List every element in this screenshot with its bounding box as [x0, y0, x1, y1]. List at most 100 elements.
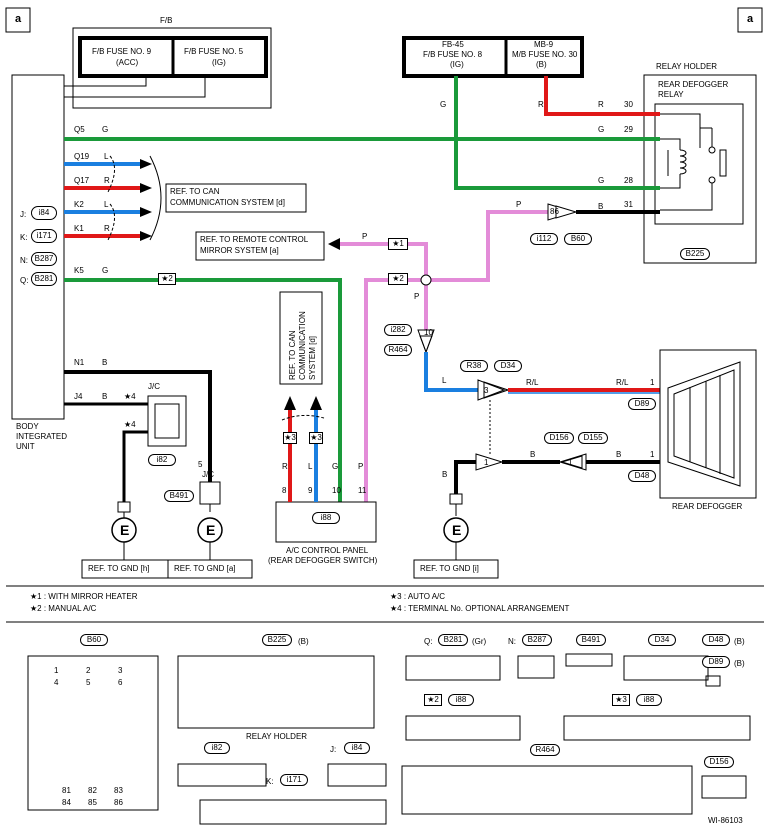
label-j: J: [20, 210, 27, 219]
b60-row-5b: 82 [88, 786, 97, 795]
ref-gnd-i: REF. TO GND [i] [420, 564, 479, 573]
ground-e-3: E [452, 522, 462, 538]
page-tag-right: a [746, 13, 754, 25]
legend-i84-pre: J: [330, 745, 337, 754]
body-unit-line1: BODY [16, 422, 39, 431]
conn-D155-tag: D155 [578, 432, 608, 444]
wire-b-j4: B [102, 392, 108, 401]
relay-holder-box [643, 74, 757, 264]
conn-B287-tag: B287 [31, 252, 57, 266]
wire-l-q19: L [104, 152, 109, 161]
wire-r-mb9: R [538, 100, 544, 109]
relay-title-1: REAR DEFOGGER [658, 80, 729, 89]
conn-i88-tag: i88 [312, 512, 340, 524]
pin-1d: 1 [650, 450, 655, 459]
ref-can1-1: REF. TO CAN [170, 187, 220, 196]
ref-can2-2: COMMUNICATION [298, 311, 307, 380]
ref-gnd-h: REF. TO GND [h] [88, 564, 150, 573]
conn-R464-shape [401, 765, 693, 815]
wire-l-ac: L [308, 462, 313, 471]
fb-fuse5-line1: F/B FUSE NO. 5 [184, 47, 244, 56]
page-tag-left-box [5, 7, 31, 33]
legend-D34: D34 [648, 634, 676, 646]
conn-D48-tag: D48 [628, 470, 656, 482]
pin-K2: K2 [74, 200, 84, 209]
legend-B491: B491 [576, 634, 606, 646]
conn-R464-tag: R464 [384, 344, 412, 356]
legend-D48: D48 [702, 634, 730, 646]
star4-a: ★4 [124, 392, 136, 401]
wire-b-d155: B [616, 450, 622, 459]
relay-title-2: RELAY [658, 90, 684, 99]
ref-can2-1: REF. TO CAN [288, 330, 297, 381]
ref-can2-3: SYSTEM [d] [308, 335, 317, 380]
note-2: ★2 : MANUAL A/C [30, 604, 97, 613]
star3-l: ★3 [309, 432, 323, 444]
b60-row-1c: 3 [118, 666, 123, 675]
conn-i112-tag: i112 [530, 233, 558, 245]
legend-i84: i84 [344, 742, 370, 754]
pin-Q17: Q17 [74, 176, 90, 185]
label-k: K: [20, 233, 28, 242]
legend-i88b-pre: ★3 [612, 694, 630, 706]
pin-30: 30 [624, 100, 633, 109]
star4-b: ★4 [124, 420, 136, 429]
pin-K1: K1 [74, 224, 84, 233]
legend-B281-sfx: (Gr) [472, 637, 487, 646]
wire-g-fb45: G [440, 100, 447, 109]
wire-r-ac: R [282, 462, 288, 471]
legend-R464: R464 [530, 744, 560, 756]
legend-D89: D89 [702, 656, 730, 668]
legend-i82: i82 [204, 742, 230, 754]
fb45-line1: FB-45 [442, 40, 464, 49]
ac-panel-line2: (REAR DEFOGGER SWITCH) [268, 556, 378, 565]
pin-1b: 1 [484, 458, 489, 467]
pin-K5: K5 [74, 266, 84, 275]
legend-B281: B281 [438, 634, 468, 646]
wire-r-k1: R [104, 224, 110, 233]
legend-i88a-pre: ★2 [424, 694, 442, 706]
pin-N1: N1 [74, 358, 85, 367]
wire-p-i112: P [516, 200, 522, 209]
wire-rl-2: R/L [616, 378, 629, 387]
conn-D34-tag: D34 [494, 360, 522, 372]
pin-5: 5 [198, 460, 203, 469]
wire-p-mirror: P [362, 232, 368, 241]
fb-title: F/B [160, 16, 173, 25]
rear-defogger-relay-box [654, 103, 744, 225]
wire-g-k5: G [102, 266, 109, 275]
ref-mirror-1: REF. TO REMOTE CONTROL [200, 235, 309, 244]
pin-10: 10 [424, 328, 433, 337]
pin-J4: J4 [74, 392, 83, 401]
page-tag-right-box [737, 7, 763, 33]
body-unit-box [11, 74, 65, 420]
conn-B225-shape [177, 655, 375, 729]
legend-D48-sfx: (B) [734, 637, 745, 646]
b60-row-2c: 6 [118, 678, 123, 687]
figure-code: WI-86103 [708, 816, 743, 825]
conn-B281-tag: B281 [31, 272, 57, 286]
note-4: ★4 : TERMINAL No. OPTIONAL ARRANGEMENT [390, 604, 570, 613]
pin-28: 28 [624, 176, 633, 185]
legend-i171: i171 [280, 774, 308, 786]
fb-outline [72, 27, 272, 109]
pin-10b: 10 [332, 486, 341, 495]
conn-B491-tag: B491 [164, 490, 194, 502]
conn-i84-tag: i84 [31, 206, 57, 220]
label-q: Q: [20, 276, 29, 285]
wire-g-28: G [598, 176, 605, 185]
mb9-line3: (B) [536, 60, 547, 69]
legend-B281-pre: Q: [424, 637, 433, 646]
label-n: N: [20, 256, 28, 265]
conn-R38-tag: R38 [460, 360, 488, 372]
conn-i82-tag: i82 [148, 454, 176, 466]
ground-e-1: E [120, 522, 130, 538]
star2-k5: ★2 [158, 273, 176, 285]
legend-B225-sfx: (B) [298, 637, 309, 646]
wire-g-q5: G [102, 125, 109, 134]
wire-p-down: P [414, 292, 420, 301]
fb-fuse5-line2: (IG) [212, 58, 226, 67]
jc-label-1: J/C [148, 382, 160, 391]
pin-8: 8 [282, 486, 287, 495]
